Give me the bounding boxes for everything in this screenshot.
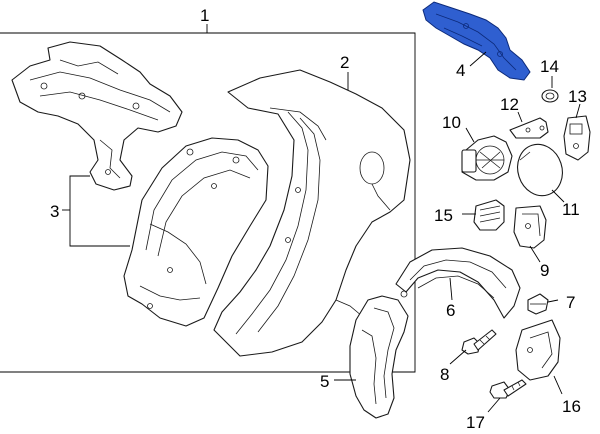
- part-clip[interactable]: [527, 293, 549, 315]
- part-actuator[interactable]: [563, 115, 591, 161]
- part-hinge[interactable]: [509, 117, 549, 139]
- part-bracket[interactable]: [513, 205, 547, 249]
- part-wheelhouse-inner[interactable]: [123, 137, 269, 327]
- part-arch-liner[interactable]: [349, 295, 409, 419]
- part-quarter-panel[interactable]: [213, 69, 411, 357]
- callout-5: 5: [320, 372, 329, 391]
- part-fuel-door-housing[interactable]: [461, 135, 513, 181]
- assembly-frame: [0, 24, 416, 373]
- callout-7: 7: [566, 293, 575, 312]
- leader-lines: [62, 51, 581, 413]
- callout-13: 13: [568, 87, 587, 106]
- part-bolt-lower[interactable]: [489, 379, 527, 399]
- part-bolt-upper[interactable]: [461, 329, 497, 355]
- callout-1: 1: [200, 6, 209, 25]
- callout-3: 3: [50, 202, 59, 221]
- callout-16: 16: [562, 397, 581, 416]
- callout-9: 9: [540, 261, 549, 280]
- part-reinforcement-highlighted[interactable]: [422, 1, 531, 81]
- part-fender-liner[interactable]: [395, 247, 521, 319]
- part-inner-panel-upper[interactable]: [11, 41, 183, 191]
- callout-11: 11: [562, 200, 580, 219]
- callout-6: 6: [446, 301, 455, 320]
- part-mud-flap[interactable]: [515, 319, 561, 381]
- callout-15: 15: [434, 206, 453, 225]
- callout-8: 8: [440, 365, 449, 384]
- callout-17: 17: [466, 413, 485, 432]
- callout-14: 14: [540, 57, 559, 76]
- callout-12: 12: [500, 95, 519, 114]
- callout-4: 4: [456, 61, 465, 80]
- part-vent-pad[interactable]: [473, 199, 505, 231]
- callout-2: 2: [340, 53, 349, 72]
- part-grommet[interactable]: [541, 89, 559, 103]
- part-fuel-door[interactable]: [511, 138, 569, 201]
- callout-labels: 1 2 3 4 5 6 7 8 9 10 11 12 13 14 15 16 1…: [50, 6, 587, 432]
- callout-10: 10: [442, 113, 461, 132]
